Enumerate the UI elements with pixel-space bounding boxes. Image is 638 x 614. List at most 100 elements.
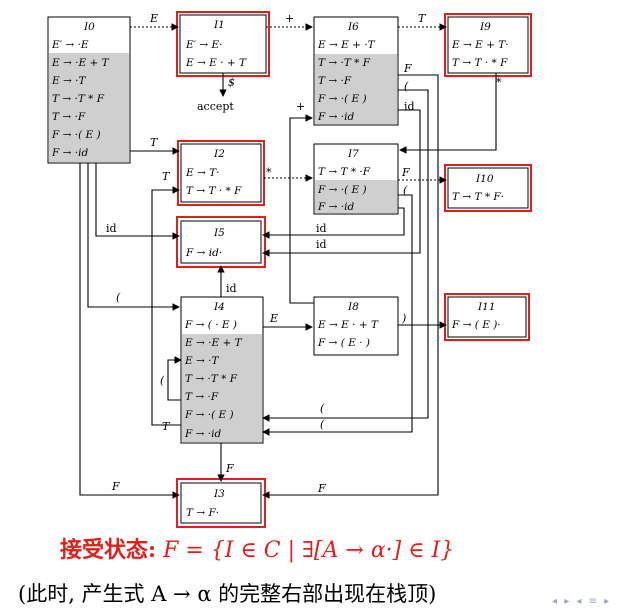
state-I0-item: F → ·id	[51, 147, 88, 159]
accept-state-caption: 接受状态: F = {I ∈ C | ∃[A → α·] ∈ I}	[60, 532, 580, 564]
state-I3-item: T → F·	[186, 507, 219, 519]
state-I6: I6 E → E + ·T T → ·T * F T → ·F F → ·( E…	[313, 16, 399, 126]
state-I2-item: E → T·	[185, 167, 219, 179]
edge-label: T	[162, 170, 171, 183]
state-I0-item: T → ·F	[52, 111, 86, 123]
edge-label: +	[285, 12, 294, 25]
state-I9-title: I9	[479, 21, 491, 33]
state-I0-item: E → ·T	[51, 75, 86, 87]
edge-label: id	[316, 238, 327, 251]
edge-label: F	[111, 480, 120, 493]
state-I2: I2 E → T· T → T · * F	[177, 140, 265, 206]
edge-label: (	[320, 418, 325, 431]
edge-label: *	[496, 76, 502, 89]
edge-label: E	[269, 312, 278, 325]
state-I9-item: T → T · * F	[452, 57, 508, 69]
lr0-automaton-diagram: I0 E′ → ·E E → ·E + T E → ·T T → ·T * F …	[47, 11, 532, 528]
edge-I0-I5	[95, 163, 180, 240]
state-I0-item: E′ → ·E	[51, 39, 89, 51]
edge-label: F	[403, 62, 412, 75]
state-I5: I5 F → id·	[176, 216, 266, 268]
edge-I0-I3	[79, 163, 180, 499]
state-I2-title: I2	[213, 148, 225, 160]
state-I10-title: I10	[475, 173, 494, 185]
state-I1-item: E′ → E·	[185, 39, 223, 51]
edge-I0-I4	[87, 163, 180, 311]
edge-label: id	[106, 222, 117, 235]
edge-label: F	[401, 166, 410, 179]
state-I2-item: T → T · * F	[186, 185, 242, 197]
accept-label: accept	[197, 100, 234, 113]
state-I6-item: T → ·T * F	[318, 57, 371, 69]
state-I8: I8 E → E · + T F → ( E · )	[313, 296, 399, 356]
state-I4-item: F → ·( E )	[184, 409, 234, 421]
state-I7-item: T → T * ·F	[318, 166, 371, 178]
edge-I7-I5	[262, 207, 405, 239]
state-I3: I3 T → F·	[176, 478, 266, 528]
state-I11-title: I11	[477, 301, 496, 313]
state-I9: I9 E → E + T· T → T · * F	[444, 13, 532, 77]
state-I1: I1 E′ → E· E → E · + T	[176, 11, 270, 77]
edge-label: E	[149, 12, 158, 25]
state-I7-item: F → ·id	[317, 201, 354, 213]
state-I11: I11 F → ( E )·	[444, 293, 530, 341]
state-I4-item: F → ( · E )	[184, 319, 237, 331]
state-I6-item: F → ·id	[317, 111, 354, 123]
state-I4-item: T → ·T * F	[185, 373, 238, 385]
edge-label: F	[317, 482, 326, 495]
edge-label: (	[160, 374, 165, 387]
state-I8-item: E → E · + T	[317, 319, 379, 331]
state-I4-item: T → ·F	[185, 391, 219, 403]
state-I10: I10 T → T * F·	[444, 164, 532, 212]
state-I6-item: E → E + ·T	[317, 39, 376, 51]
state-I7-item: F → ·( E )	[317, 184, 367, 196]
edge-label: *	[266, 166, 272, 179]
edge-label: $	[228, 76, 235, 89]
state-I0-item: E → ·E + T	[51, 57, 110, 69]
state-I4: I4 F → ( · E ) E → ·E + T E → ·T T → ·T …	[180, 296, 264, 444]
edge-I7-I4	[262, 194, 413, 436]
edge-label: id	[226, 282, 237, 295]
edge-label: F	[225, 462, 234, 475]
state-I8-item: F → ( E · )	[317, 337, 370, 349]
state-I1-title: I1	[213, 19, 225, 31]
edge-I8-I6	[289, 114, 314, 304]
edge-I4-self	[167, 356, 182, 401]
edge-I6-I4	[262, 89, 429, 422]
state-I4-title: I4	[213, 301, 225, 313]
state-I0-item: T → ·T * F	[52, 93, 105, 105]
edge-label: id	[404, 100, 415, 113]
edge-label: (	[116, 291, 121, 304]
state-I6-item: T → ·F	[318, 75, 352, 87]
state-I5-title: I5	[213, 227, 225, 239]
state-I0: I0 E′ → ·E E → ·E + T E → ·T T → ·T * F …	[47, 16, 131, 164]
slide-nav-icons[interactable]: ◂ ▸ ◂ ≡ ▸	[552, 596, 612, 607]
edge-label: +	[296, 100, 305, 113]
caption-note: (此时, 产生式 A → α 的完整右部出现在栈顶)	[18, 582, 437, 606]
state-I5-item: F → id·	[185, 247, 222, 259]
edge-label: (	[320, 402, 325, 415]
state-I11-item: F → ( E )·	[451, 319, 501, 331]
state-I3-title: I3	[213, 488, 225, 500]
edge-label: T	[162, 420, 171, 433]
edge-label: (	[404, 80, 409, 93]
state-I7: I7 T → T * ·F F → ·( E ) F → ·id	[313, 143, 399, 215]
state-I1-item: E → E · + T	[185, 57, 247, 69]
edge-label: T	[150, 136, 159, 149]
state-I6-title: I6	[347, 21, 359, 33]
caption-formula: F = {I ∈ C | ∃[A → α·] ∈ I}	[163, 538, 455, 563]
state-I9-item: E → E + T·	[451, 39, 509, 51]
caption-key: 接受状态:	[60, 537, 157, 563]
edge-I4-I2	[151, 186, 181, 426]
state-I6-item: F → ·( E )	[317, 93, 367, 105]
edge-label: )	[401, 312, 406, 325]
state-I10-item: T → T * F·	[452, 191, 504, 203]
edge-label: id	[316, 222, 327, 235]
state-I0-item: F → ·( E )	[51, 129, 101, 141]
state-I4-item: E → ·T	[184, 355, 219, 367]
state-I8-title: I8	[347, 301, 359, 313]
edge-label: (	[403, 184, 408, 197]
edge-I6-I5	[262, 109, 421, 257]
state-I4-item: E → ·E + T	[184, 337, 243, 349]
edge-I6-I3	[262, 74, 439, 499]
